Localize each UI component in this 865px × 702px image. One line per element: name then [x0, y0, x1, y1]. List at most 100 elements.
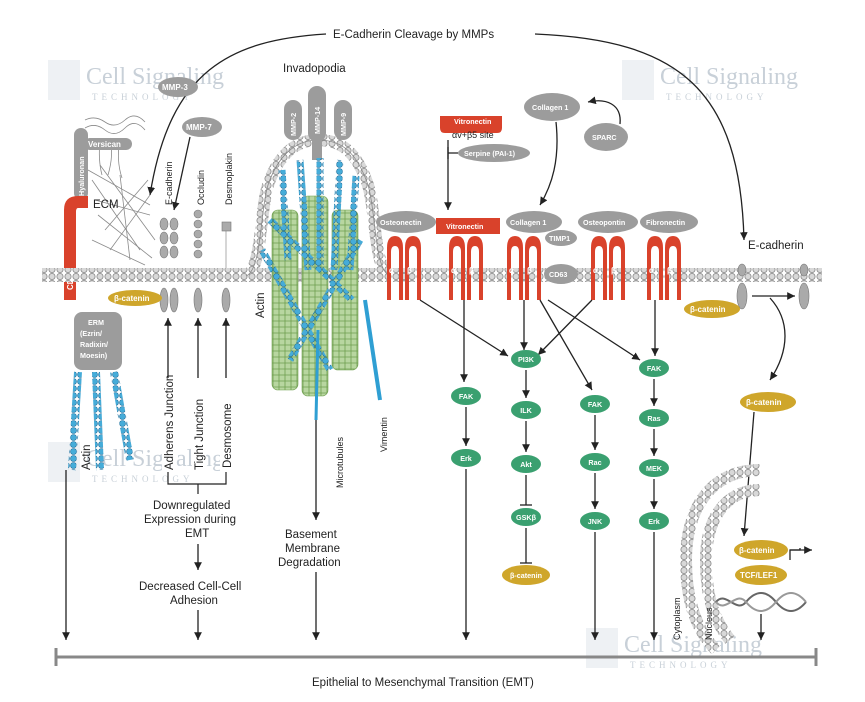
pathway-node-label: Akt [520, 460, 532, 469]
cell-membrane [42, 268, 822, 282]
microtubules-label: Microtubules [335, 436, 345, 488]
cd63-node [544, 264, 578, 284]
beta-catenin-node-right [684, 300, 740, 318]
beta-catenin-free-node [740, 392, 796, 412]
pathway-node-col3 [580, 395, 610, 413]
adherens-junction-label: Adherens Junction [164, 375, 176, 470]
pathway-node-label: Ras [647, 414, 660, 423]
occludin-label: Occludin [196, 170, 206, 205]
integrin-ligand-bar: Collagen 1 [506, 211, 562, 233]
integrin-alpha-label: α [451, 266, 456, 275]
degradation-label: Degradation [278, 557, 341, 569]
integrin-alpha-label: α [389, 266, 394, 275]
degradation-label: Basement [285, 529, 338, 541]
mmp-membrane-cluster [284, 86, 352, 160]
pathway-node-label: FAK [647, 364, 662, 373]
beta-catenin-node-left [108, 290, 162, 306]
pathway-node-col3 [580, 453, 610, 471]
desmosome-label: Desmosome [222, 403, 234, 468]
integrin-beta-label: β [527, 266, 532, 275]
pathway-node-label: β-catenin [510, 571, 542, 580]
emt-bracket [54, 648, 818, 666]
svg-text:Collagen 1: Collagen 1 [510, 218, 546, 227]
pathway-node-label: Erk [648, 517, 660, 526]
tight-junction-label: Tight Junction [194, 399, 206, 470]
cd63-label: CD63 [549, 270, 567, 279]
mmp-cleavage-arrow-left [147, 33, 327, 196]
ecm-label: ECM [93, 199, 119, 211]
nuclear-envelope [679, 464, 761, 655]
decreased-adhesion-label: Decreased Cell-Cell [139, 581, 241, 593]
degradation-label: Membrane [285, 543, 340, 555]
pathway-node-col4 [639, 459, 669, 477]
invadopodia-title: Invadopodia [283, 63, 346, 75]
downregulated-label: Downregulated [153, 500, 230, 512]
title-label: E-Cadherin Cleavage by MMPs [333, 29, 494, 41]
integrin-ligand-bar: Osteopontin [578, 211, 638, 233]
svg-text:Cell Signaling: Cell Signaling [660, 64, 798, 90]
hyaluronan-label: Hyaluronan [77, 156, 86, 196]
svg-text:Cell Signaling: Cell Signaling [86, 64, 224, 90]
mmp3-node [158, 77, 198, 97]
svg-text:TECHNOLOGY: TECHNOLOGY [666, 92, 768, 102]
pathway-node-label: FAK [459, 392, 474, 401]
integrin-ligand-bar: Vitronectin [436, 218, 500, 234]
serpine-label: Serpine (PAI-1) [464, 149, 516, 158]
erm-label: ERM [88, 318, 104, 327]
actin-filaments-left [68, 371, 134, 471]
pathway-node-col4 [639, 359, 669, 377]
ecadherin-chain [159, 217, 179, 313]
integrin-alpha-label: α [593, 266, 598, 275]
pathway-node-label: PI3K [518, 355, 535, 364]
emt-footer-label: Epithelial to Mesenchymal Transition (EM… [312, 677, 534, 689]
svg-text:Fibronectin: Fibronectin [646, 218, 685, 227]
desmoplakin-chain [221, 221, 232, 313]
sparc-label: SPARC [592, 133, 617, 142]
pathway-node-label: MEK [646, 464, 663, 473]
svg-text:Osteonectin: Osteonectin [380, 218, 422, 227]
cytoplasm-label: Cytoplasm [672, 597, 682, 640]
integrin-site-label: αv+β5 site [452, 130, 494, 140]
svg-text:TECHNOLOGY: TECHNOLOGY [92, 92, 194, 102]
pathway-node-label: Erk [460, 454, 472, 463]
pathway-node-col2 [511, 350, 541, 368]
mmp7-node [182, 117, 222, 137]
downregulated-label: EMT [185, 528, 209, 540]
integrin-beta-label: β [611, 266, 616, 275]
beta-catenin-label: β-catenin [690, 305, 726, 314]
signaling-pathways: FAKErkPI3KILKAktGSKββ-cateninFAKRacJNKFA… [451, 350, 669, 640]
beta-catenin-label: β-catenin [739, 546, 775, 555]
mmp14-label: MMP-14 [313, 107, 322, 134]
svg-text:TECHNOLOGY: TECHNOLOGY [92, 474, 194, 484]
integrin-alpha-label: α [509, 266, 514, 275]
dna-helix [715, 592, 807, 612]
vitronectin-top-node [440, 116, 502, 133]
downregulated-label: Expression during [144, 514, 236, 526]
serpine-node [458, 144, 530, 162]
beta-catenin-label: β-catenin [746, 398, 782, 407]
watermark-logo: Cell Signaling TECHNOLOGY [622, 60, 798, 102]
erm-node [74, 312, 122, 370]
versican-label: Versican [88, 140, 121, 149]
integrin-beta-label: β [469, 266, 474, 275]
mmp9-label: MMP-9 [339, 113, 348, 136]
pathway-node-col3 [580, 512, 610, 530]
integrin-beta-label: β [667, 266, 672, 275]
svg-text:Cell Signaling: Cell Signaling [624, 632, 762, 658]
desmoplakin-label: Desmoplakin [224, 153, 234, 205]
sparc-arrow [587, 96, 621, 125]
pathway-node-col4 [639, 409, 669, 427]
versican-node [84, 138, 132, 150]
decreased-adhesion-label: Adhesion [170, 595, 218, 607]
mmp7-label: MMP-7 [186, 123, 212, 132]
integrin-alpha-label: α [649, 266, 654, 275]
erm-label: (Ezrin/ [80, 329, 102, 338]
integrin-ligand-bar: Fibronectin [640, 211, 698, 233]
ecadherin-right [736, 263, 810, 310]
beta-catenin-release-arrow [769, 297, 786, 381]
pathway-node-col2 [511, 401, 541, 419]
